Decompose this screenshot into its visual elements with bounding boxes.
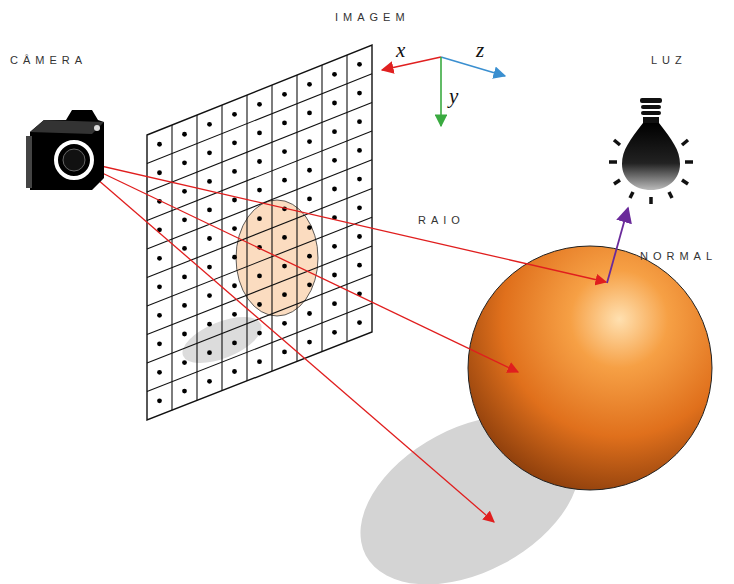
image-plane	[147, 45, 372, 420]
camera-label: CÂMERA	[10, 54, 87, 66]
z-axis	[441, 57, 505, 76]
axis-label: y	[449, 84, 458, 109]
ray-label: RAIO	[418, 214, 465, 226]
camera-icon	[26, 110, 104, 190]
ray	[75, 160, 606, 282]
ray	[75, 160, 494, 522]
sphere	[468, 246, 712, 490]
axis-label: z	[476, 38, 484, 63]
normal-vector	[607, 208, 628, 283]
pixel-grid	[147, 55, 372, 410]
axis-label: x	[396, 38, 405, 63]
x-axis	[382, 57, 441, 70]
sphere-projection	[236, 200, 318, 316]
ray	[75, 160, 518, 372]
y-axis	[440, 57, 442, 126]
image-title: IMAGEM	[335, 11, 410, 23]
normal-label: NORMAL	[640, 250, 717, 262]
light-bulb	[609, 98, 693, 204]
light-label: LUZ	[651, 54, 687, 66]
